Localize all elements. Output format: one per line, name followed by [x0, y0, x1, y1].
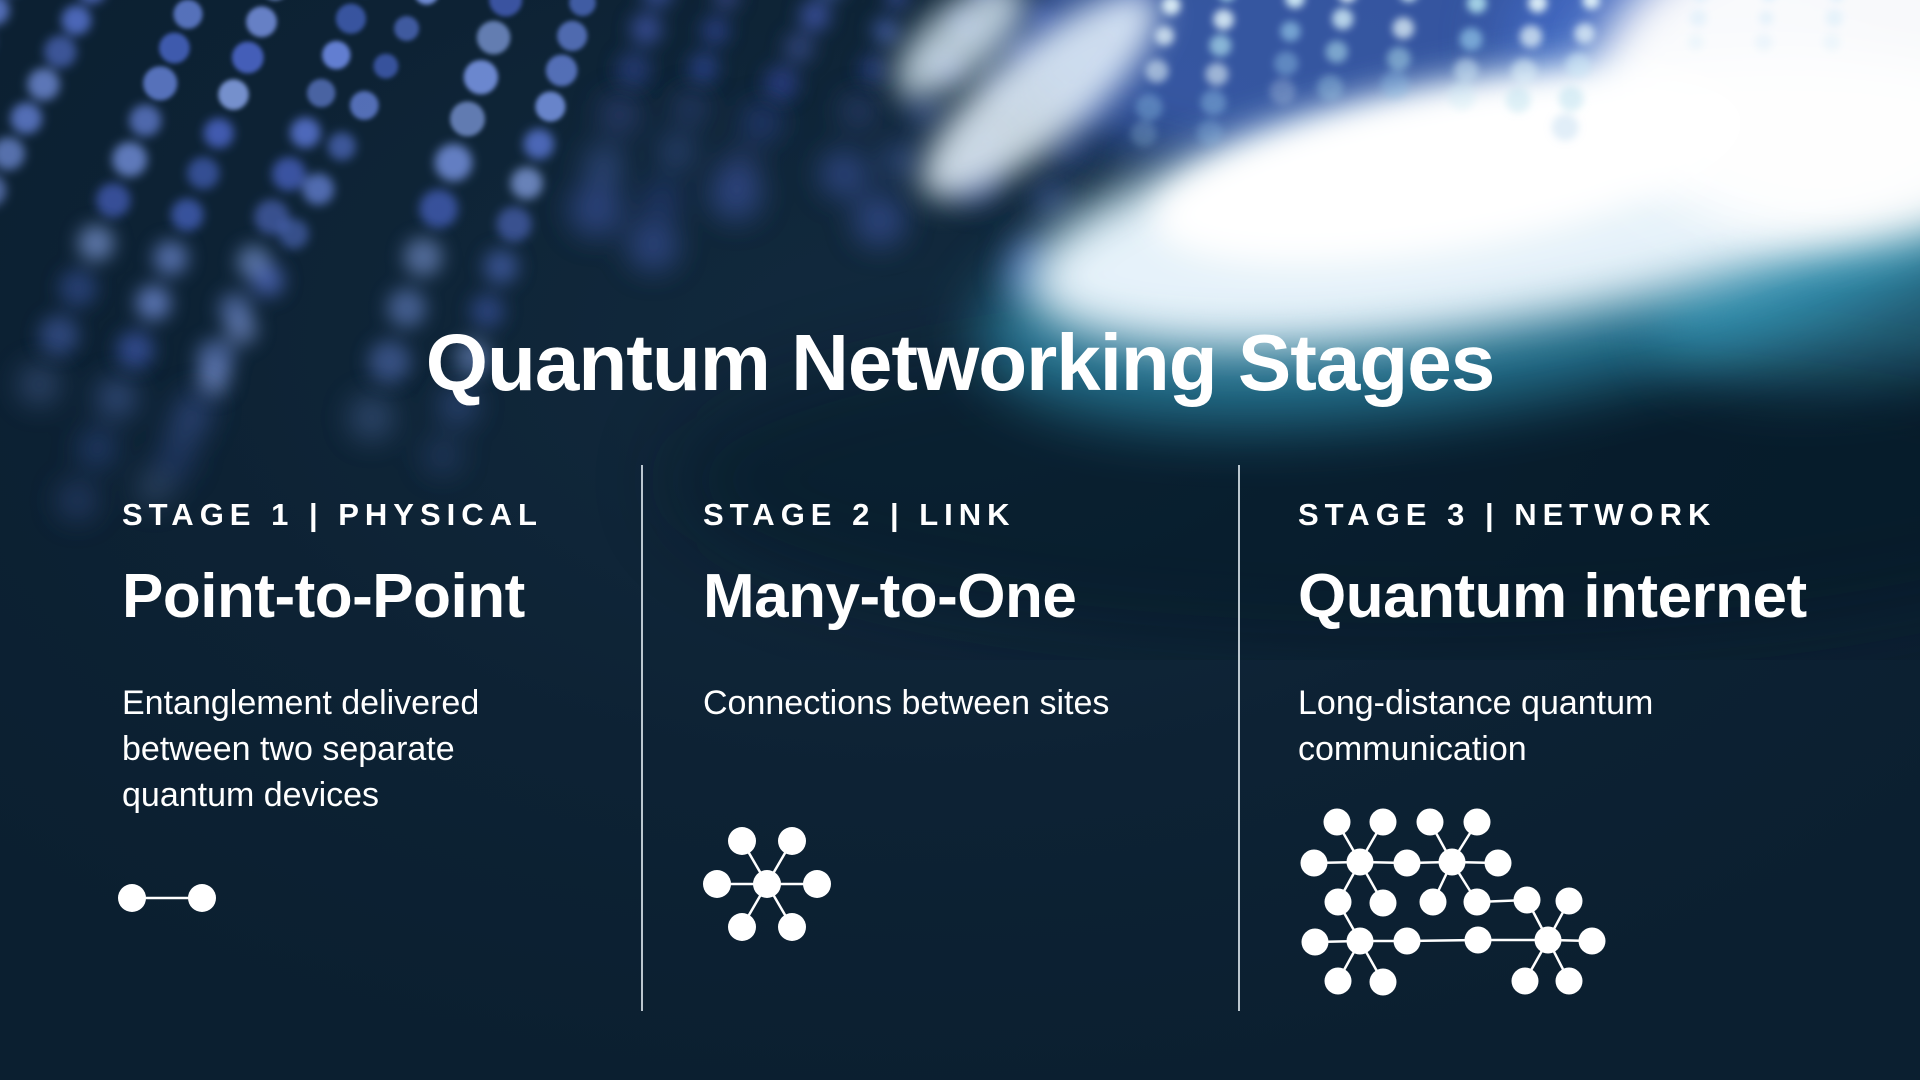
stage-2-label: STAGE 2 | LINK: [703, 497, 1016, 532]
column-divider: [1238, 465, 1240, 1011]
stage-1-column: STAGE 1 | PHYSICAL Point-to-Point Entang…: [118, 0, 537, 1080]
point-to-point-icon: [118, 884, 216, 912]
page-title: Quantum Networking Stages: [425, 318, 1495, 407]
column-divider: [641, 465, 643, 1011]
stage-1-heading: Point-to-Point: [122, 562, 525, 631]
stage-3-description: Long-distance quantum communication: [1298, 684, 1654, 768]
stage-1-label: STAGE 1 | PHYSICAL: [122, 497, 543, 532]
stage-2-description: Connections between sites: [703, 684, 1110, 722]
background-bokeh-lights-image: [0, 0, 1920, 650]
stage-1-description: Entanglement delivered between two separ…: [122, 684, 480, 814]
quantum-internet-network-icon: [1300, 808, 1606, 996]
stage-2-column: STAGE 2 | LINK Many-to-One Connections b…: [703, 0, 1215, 1080]
stage-3-label: STAGE 3 | NETWORK: [1298, 497, 1717, 532]
stage-3-heading: Quantum internet: [1298, 562, 1807, 631]
stage-2-heading: Many-to-One: [703, 562, 1077, 631]
many-to-one-icon: [703, 827, 831, 941]
stage-3-column: STAGE 3 | NETWORK Quantum internet Long-…: [1298, 0, 1898, 1080]
